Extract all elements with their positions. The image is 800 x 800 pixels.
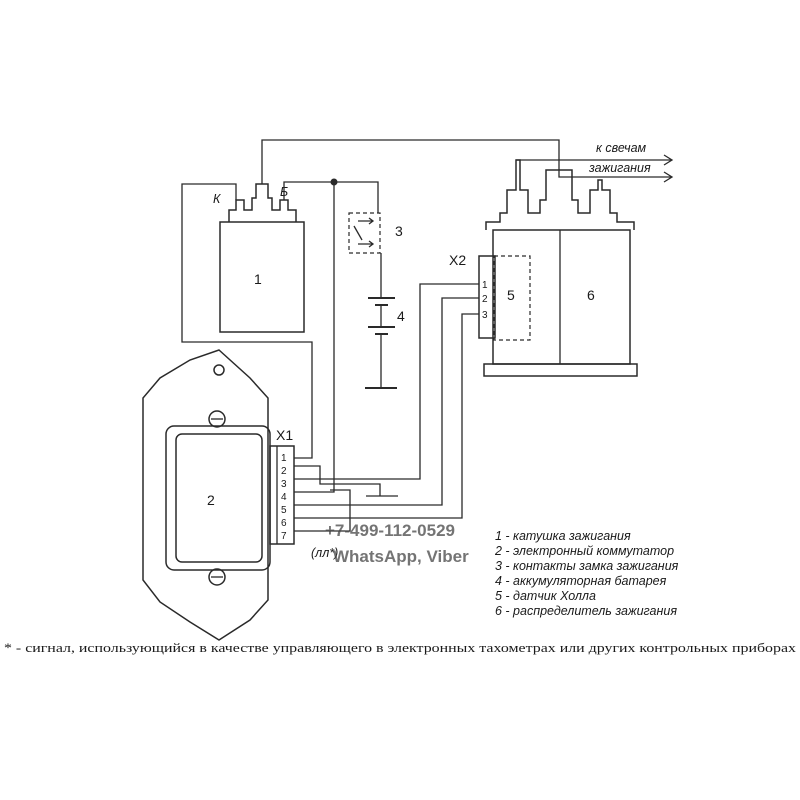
x1-pin-2: 2 bbox=[281, 466, 287, 477]
legend-item: 6 - распределитель зажигания bbox=[495, 604, 677, 618]
output-label-1: к свечам bbox=[596, 141, 647, 155]
hall-sensor: 5 bbox=[493, 255, 531, 341]
output-label-2: зажигания bbox=[588, 161, 651, 175]
coil-number: 1 bbox=[254, 271, 262, 287]
legend: 1 - катушка зажигания 2 - электронный ко… bbox=[494, 529, 679, 618]
watermark-phone: +7-499-112-0529 bbox=[325, 521, 455, 540]
footnote: * - сигнал, использующийся в качестве уп… bbox=[4, 640, 797, 655]
legend-item: 4 - аккумуляторная батарея bbox=[495, 574, 667, 588]
battery-number: 4 bbox=[397, 308, 405, 324]
x2-label: X2 bbox=[449, 252, 466, 268]
x2-pin-1: 1 bbox=[482, 280, 488, 291]
x2-pin-3: 3 bbox=[482, 310, 488, 321]
legend-item: 2 - электронный коммутатор bbox=[494, 544, 674, 558]
ignition-contacts: 3 bbox=[348, 212, 403, 254]
contacts-number: 3 bbox=[395, 223, 403, 239]
legend-item: 1 - катушка зажигания bbox=[495, 529, 631, 543]
x1-pin-1: 1 bbox=[281, 453, 287, 464]
x1-pin-7: 7 bbox=[281, 531, 287, 542]
hall-sensor-number: 5 bbox=[507, 287, 515, 303]
x2-pin-2: 2 bbox=[482, 294, 488, 305]
switch-number: 2 bbox=[207, 492, 215, 508]
battery: 4 bbox=[365, 297, 405, 389]
x1-pin-6: 6 bbox=[281, 518, 287, 529]
watermark: +7-499-112-0529 WhatsApp, Viber bbox=[325, 521, 469, 566]
tacho-signal-label: (лл*) bbox=[311, 546, 338, 560]
ignition-coil: 1 К Б bbox=[213, 183, 305, 333]
x1-pin-5: 5 bbox=[281, 505, 287, 516]
legend-item: 3 - контакты замка зажигания bbox=[495, 559, 679, 573]
legend-item: 5 - датчик Холла bbox=[495, 589, 596, 603]
distributor-number: 6 bbox=[587, 287, 595, 303]
x2-connector bbox=[478, 255, 496, 339]
x1-pin-3: 3 bbox=[281, 479, 287, 490]
wiring bbox=[181, 139, 560, 532]
watermark-messengers: WhatsApp, Viber bbox=[333, 547, 469, 566]
x1-label: X1 bbox=[276, 427, 293, 443]
coil-terminal-k: К bbox=[213, 192, 221, 206]
distributor: 6 bbox=[483, 159, 638, 377]
electronic-switch: 2 bbox=[142, 349, 295, 641]
x1-pin-4: 4 bbox=[281, 492, 287, 503]
output-arrows: к свечам зажигания bbox=[516, 141, 674, 183]
